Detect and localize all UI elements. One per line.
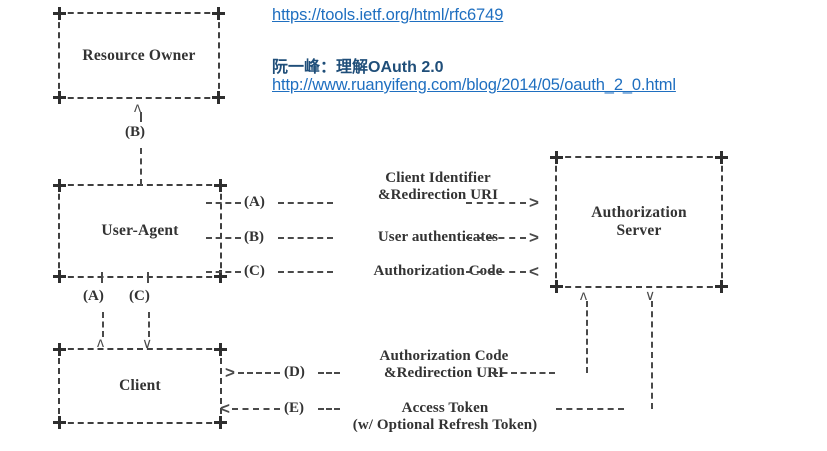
- flow-d-label-line1: Authorization Code: [379, 348, 509, 364]
- connector-e-server-vertical: [651, 301, 653, 409]
- step-tag-a-client: (A): [83, 288, 104, 304]
- flow-e-label-line2: (w/ Optional Refresh Token): [352, 416, 538, 433]
- step-tag-d: (D): [284, 364, 305, 380]
- corner-plus-icon: [550, 151, 563, 164]
- connector-a-tick: [101, 272, 103, 283]
- auth-server-line-2: Server: [616, 222, 662, 239]
- step-tag-b-owner: (B): [125, 124, 145, 140]
- flow-b-label: User authenticates: [338, 229, 538, 246]
- flow-c-stub-left: [206, 271, 241, 273]
- flow-e-dash-right: [556, 408, 624, 410]
- box-label-resource-owner: Resource Owner: [82, 46, 196, 64]
- flow-e-label: Access Token (w/ Optional Refresh Token): [339, 400, 551, 434]
- corner-plus-icon: [53, 343, 66, 356]
- flow-c-dash-right: [466, 271, 526, 273]
- connector-b-upper-segment: [140, 112, 142, 122]
- flow-d-dash-mid: [318, 372, 340, 374]
- box-user-agent: User-Agent: [53, 179, 227, 283]
- flow-a-label-line1: Client Identifier: [385, 170, 491, 186]
- corner-plus-icon: [214, 416, 227, 429]
- arrow-up-icon-b-owner: ʌ: [134, 99, 141, 115]
- corner-plus-icon: [212, 7, 225, 20]
- arrow-left-icon-c: <: [529, 262, 539, 281]
- corner-plus-icon: [214, 179, 227, 192]
- step-tag-a: (A): [244, 194, 265, 210]
- flow-a-label: Client Identifier &Redirection URI: [338, 170, 538, 204]
- corner-plus-icon: [53, 7, 66, 20]
- flow-a-label-line2: &Redirection URI: [377, 186, 499, 203]
- box-label-authorization-server: Authorization Server: [591, 204, 687, 240]
- arrow-up-icon-a-client: ʌ: [97, 334, 104, 350]
- flow-a-stub-left: [206, 202, 241, 204]
- box-client: Client: [53, 343, 227, 429]
- arrow-right-icon-d: >: [225, 363, 235, 382]
- arrow-up-icon-d-server: ʌ: [580, 287, 587, 303]
- flow-b-stub-left: [206, 237, 241, 239]
- flow-b-dash-right: [466, 237, 526, 239]
- step-tag-c-client: (C): [129, 288, 150, 304]
- box-authorization-server: Authorization Server: [550, 151, 728, 293]
- corner-plus-icon: [53, 91, 66, 104]
- flow-e-dash-left: [232, 408, 280, 410]
- flow-c-label-line1: Authorization Code: [373, 263, 503, 279]
- corner-plus-icon: [53, 270, 66, 283]
- connector-d-server-vertical: [586, 301, 588, 373]
- step-tag-e: (E): [284, 400, 304, 416]
- flow-c-label: Authorization Code: [338, 263, 538, 280]
- flow-d-dash-left: [238, 372, 280, 374]
- corner-plus-icon: [214, 270, 227, 283]
- connector-a-vertical: [102, 312, 104, 337]
- box-label-client: Client: [119, 377, 161, 395]
- connector-c-tick: [147, 272, 149, 283]
- arrow-right-icon-a: >: [529, 193, 539, 212]
- flow-e-dash-mid: [318, 408, 340, 410]
- flow-a-dash-right: [466, 202, 526, 204]
- corner-plus-icon: [715, 280, 728, 293]
- ruanyifeng-blog-link[interactable]: http://www.ruanyifeng.com/blog/2014/05/o…: [272, 76, 676, 94]
- flow-c-dash-left: [278, 271, 333, 273]
- corner-plus-icon: [53, 416, 66, 429]
- corner-plus-icon: [212, 91, 225, 104]
- arrow-left-icon-e: <: [220, 399, 230, 418]
- flow-d-label: Authorization Code &Redirection URI: [338, 348, 550, 382]
- box-label-user-agent: User-Agent: [101, 222, 179, 240]
- flow-a-dash-left: [278, 202, 333, 204]
- article-title-chinese: 阮一峰：理解OAuth 2.0: [272, 59, 444, 76]
- flow-e-label-line1: Access Token: [401, 400, 489, 416]
- connector-c-vertical: [148, 312, 150, 337]
- connector-b-lower-segment: [140, 148, 142, 185]
- arrow-right-icon-b: >: [529, 228, 539, 247]
- flow-d-label-line2: &Redirection URI: [383, 364, 505, 381]
- corner-plus-icon: [550, 280, 563, 293]
- step-tag-c: (C): [244, 263, 265, 279]
- rfc6749-link[interactable]: https://tools.ietf.org/html/rfc6749: [272, 6, 504, 24]
- flow-b-dash-left: [278, 237, 333, 239]
- corner-plus-icon: [214, 343, 227, 356]
- step-tag-b: (B): [244, 229, 264, 245]
- flow-b-label-line1: User authenticates: [377, 229, 499, 245]
- corner-plus-icon: [715, 151, 728, 164]
- arrow-down-icon-c-client: ∨: [142, 335, 153, 351]
- flow-d-dash-right: [492, 372, 555, 374]
- box-resource-owner: Resource Owner: [53, 7, 225, 104]
- corner-plus-icon: [53, 179, 66, 192]
- auth-server-line-1: Authorization: [591, 204, 687, 222]
- arrow-down-icon-e-server: ∨: [645, 287, 656, 303]
